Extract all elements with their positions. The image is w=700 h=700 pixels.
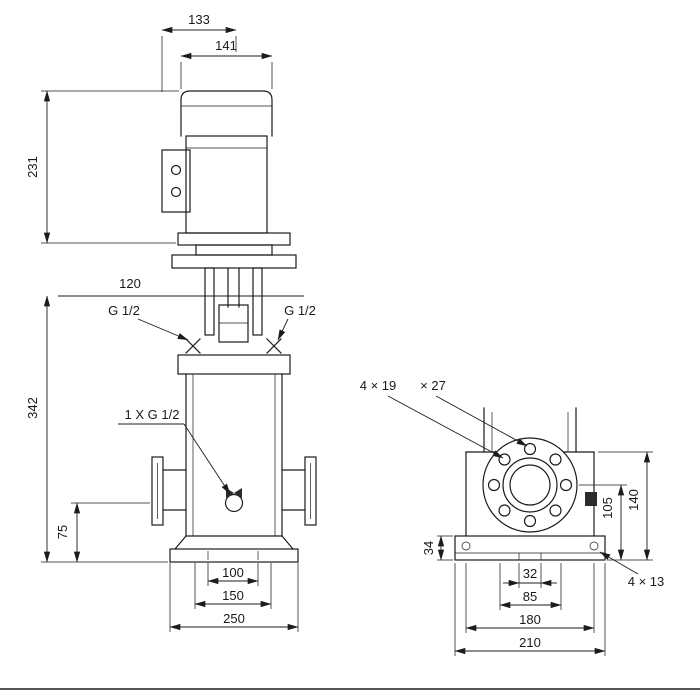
dim-32-label: 32 — [523, 566, 537, 581]
suction-flange — [151, 456, 187, 526]
vent-port-left — [185, 338, 201, 354]
dim-210-label: 210 — [519, 635, 541, 650]
dim-180-label: 180 — [519, 612, 541, 627]
motor-fan-cover — [180, 90, 273, 137]
bolt-hole — [523, 514, 537, 528]
motor-body — [185, 135, 268, 234]
dim-140-label: 140 — [626, 489, 641, 511]
holes-label: 4 × 19 — [360, 378, 397, 393]
dimension-32: 32 — [503, 563, 557, 588]
dim-231-label: 231 — [25, 156, 40, 178]
dim-34-label: 34 — [421, 541, 436, 555]
bolt-hole — [549, 453, 562, 466]
terminal-box-hole — [170, 164, 182, 176]
dimension-210: 210 — [454, 563, 606, 656]
chamber-stack — [185, 373, 283, 537]
motor-flange — [171, 232, 297, 269]
dimension-133: 133 — [161, 12, 237, 92]
side-plug — [585, 492, 597, 506]
dimension-85: 85 — [499, 563, 562, 610]
base-bolt-hole — [461, 541, 471, 551]
dimension-180: 180 — [465, 563, 595, 633]
dim-150-label: 150 — [222, 588, 244, 603]
dimension-150: 150 — [194, 563, 272, 609]
bolt-hole — [498, 453, 511, 466]
port-label-right: G 1/2 — [277, 303, 316, 341]
dim-85-label: 85 — [523, 589, 537, 604]
bolt-holes-callout: 4 × 19 × 27 — [360, 378, 528, 459]
port-label-left: G 1/2 — [108, 303, 189, 341]
front-view: 133 141 231 120 342 — [25, 12, 317, 632]
dim-133-label: 133 — [188, 12, 210, 27]
drain-label: 1 X G 1/2 — [125, 407, 180, 422]
dimension-141: 141 — [180, 38, 273, 89]
dimension-140: 140 — [598, 451, 653, 561]
dimension-342: 342 — [25, 295, 168, 563]
dimension-75: 75 — [55, 502, 150, 563]
bolt-hole — [559, 478, 573, 492]
discharge-flange — [281, 456, 317, 526]
port-right-label: G 1/2 — [284, 303, 316, 318]
dim-105-label: 105 — [600, 497, 615, 519]
bolt-hole — [549, 504, 562, 517]
dim-75-label: 75 — [55, 525, 70, 539]
terminal-box — [161, 149, 191, 213]
dimension-34: 34 — [421, 535, 453, 561]
dim-120-label: 120 — [119, 276, 141, 291]
flange-face-circle — [482, 437, 578, 533]
bolt-hole — [487, 478, 501, 492]
dimension-100: 100 — [207, 563, 259, 586]
dimension-231: 231 — [25, 90, 179, 244]
dim-100-label: 100 — [222, 565, 244, 580]
base-holes-callout: 4 × 13 — [599, 551, 665, 589]
bolt-hole — [498, 504, 511, 517]
terminal-box-hole — [170, 186, 182, 198]
counterbore-label: × 27 — [420, 378, 446, 393]
dim-250-label: 250 — [223, 611, 245, 626]
coupling-guard — [204, 267, 263, 343]
base-bolt-hole — [589, 541, 599, 551]
vent-port-right — [266, 338, 282, 354]
side-view: 4 × 19 × 27 105 140 34 — [360, 378, 665, 656]
side-column — [483, 407, 577, 453]
dim-141-label: 141 — [215, 38, 237, 53]
pump-base — [169, 535, 299, 563]
pump-head — [177, 354, 291, 375]
bolt-hole — [523, 442, 537, 456]
side-base-plate — [454, 535, 606, 561]
drain-callout: 1 X G 1/2 — [118, 407, 231, 495]
dim-342-label: 342 — [25, 397, 40, 419]
dimension-250: 250 — [169, 563, 299, 632]
dimension-105: 105 — [579, 484, 653, 561]
coupling — [218, 304, 249, 343]
port-left-label: G 1/2 — [108, 303, 140, 318]
base-holes-label: 4 × 13 — [628, 574, 665, 589]
dimension-120: 120 — [58, 276, 304, 297]
